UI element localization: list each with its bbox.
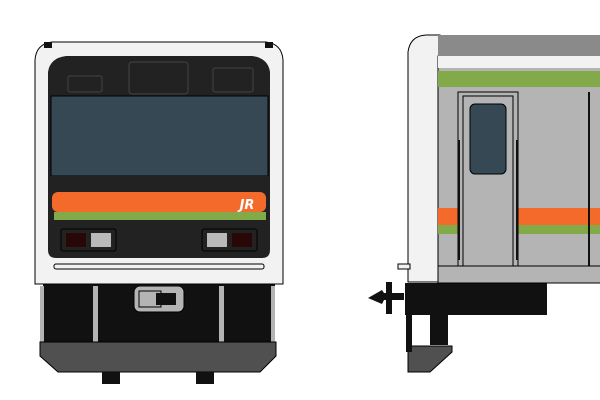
side-step bbox=[397, 263, 411, 270]
side-door bbox=[457, 91, 519, 267]
type-indicator bbox=[212, 67, 254, 93]
side-panel-divider bbox=[588, 92, 590, 282]
front-grab-rail bbox=[53, 263, 265, 270]
door-rail-left bbox=[458, 140, 460, 260]
side-skirt-bracket bbox=[406, 312, 412, 352]
windshield-lower-lip bbox=[51, 176, 268, 190]
skirt-foot-right bbox=[196, 372, 214, 384]
underframe-edge-right bbox=[271, 286, 275, 344]
light-unit-right bbox=[201, 228, 258, 252]
coupler-jaw bbox=[156, 293, 176, 305]
side-rain-gutter bbox=[438, 56, 600, 68]
taillight-left bbox=[66, 233, 86, 247]
side-bottom-sill bbox=[437, 265, 600, 284]
taillight-right bbox=[232, 233, 252, 247]
front-stripe-orange bbox=[52, 192, 266, 212]
side-skirt-plate bbox=[407, 345, 453, 373]
side-cab-face bbox=[407, 34, 441, 283]
headlight-left bbox=[91, 233, 111, 247]
side-stripe-lower-green bbox=[438, 225, 600, 234]
side-roof bbox=[438, 35, 600, 57]
skirt-foot-left bbox=[102, 372, 120, 384]
headlight-right bbox=[207, 233, 227, 247]
underframe-strut-right bbox=[219, 286, 224, 342]
side-stripe-upper-green bbox=[438, 71, 600, 87]
train-front-view: JR bbox=[34, 41, 284, 384]
jr-logo: JR bbox=[237, 198, 255, 213]
train-side-view bbox=[368, 34, 600, 373]
door-window bbox=[469, 103, 507, 175]
windshield bbox=[50, 95, 269, 177]
side-underframe bbox=[405, 283, 547, 315]
side-skirt-post bbox=[430, 283, 448, 345]
destination-indicator bbox=[128, 61, 189, 95]
side-coupler-pin bbox=[386, 282, 392, 314]
front-skirt bbox=[39, 341, 277, 373]
light-unit-left bbox=[60, 228, 117, 252]
underframe-strut-left bbox=[93, 286, 98, 342]
number-indicator bbox=[67, 75, 103, 93]
door-rail-right bbox=[516, 140, 518, 260]
underframe-edge-left bbox=[40, 286, 44, 344]
cab-roof-hook-right bbox=[265, 42, 273, 48]
front-stripe-green bbox=[54, 212, 266, 220]
cab-roof-hook-left bbox=[44, 42, 52, 48]
